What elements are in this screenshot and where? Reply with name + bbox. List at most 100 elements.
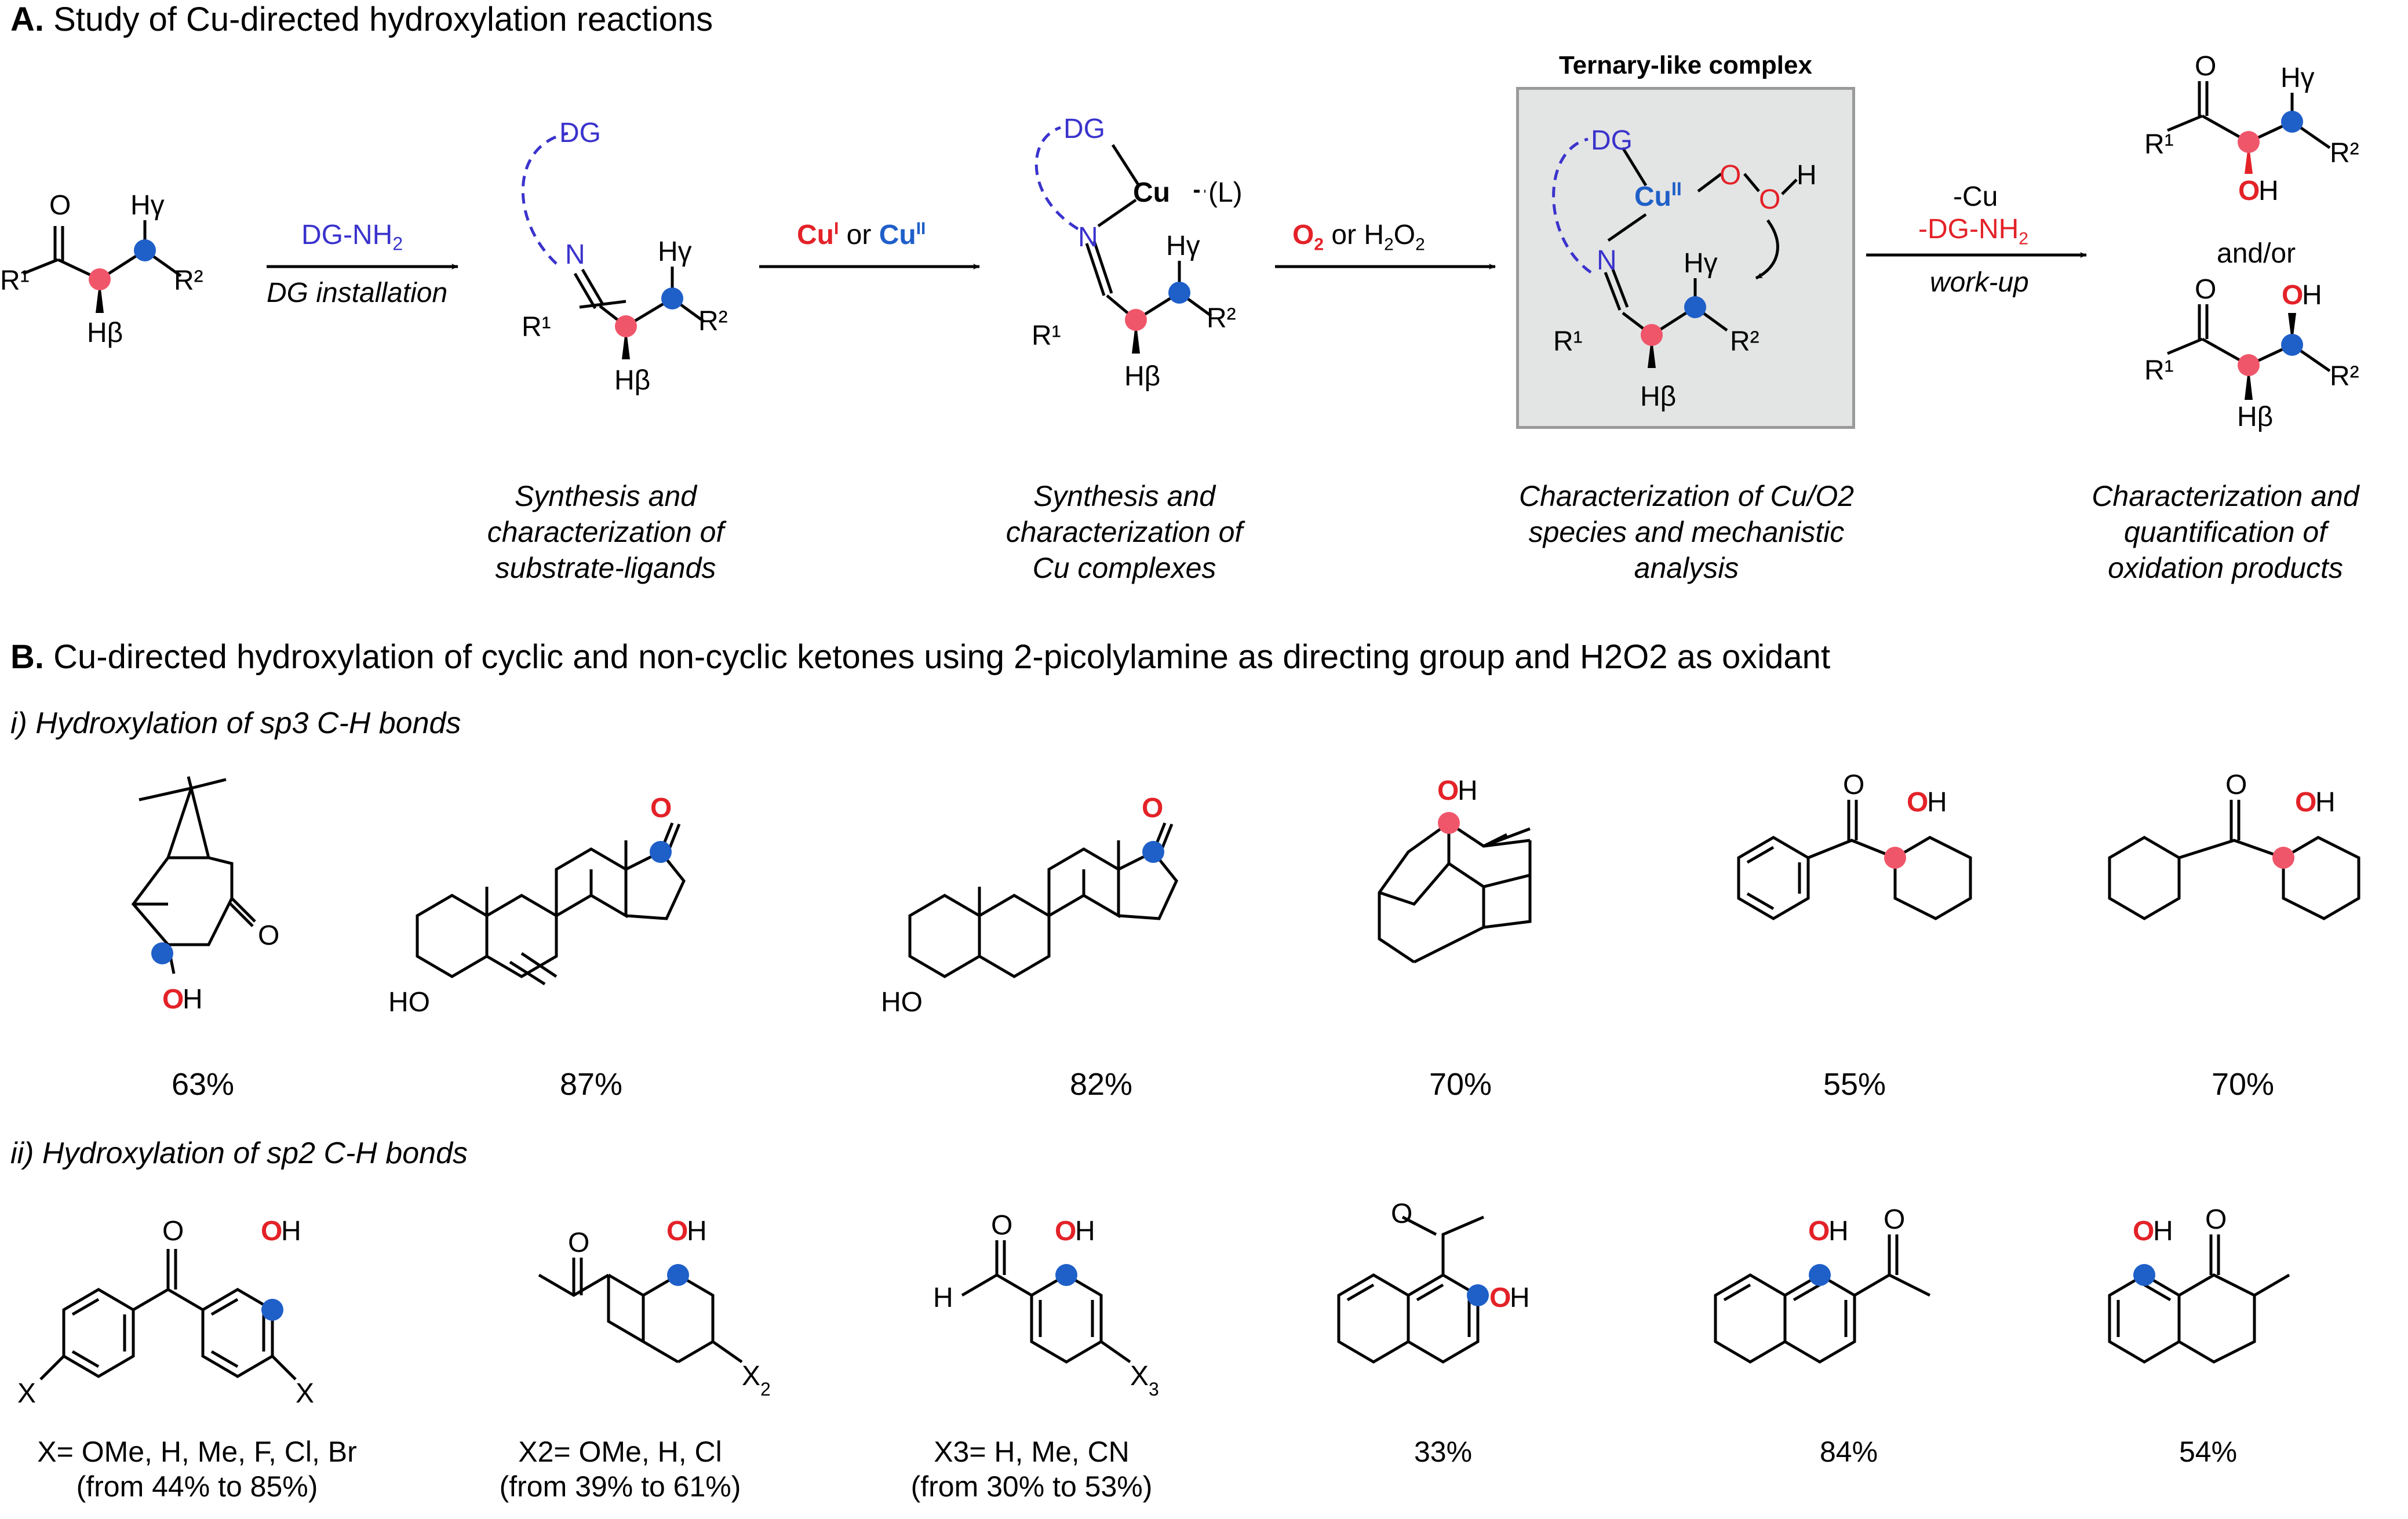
svg-text:H: H bbox=[2315, 787, 2336, 818]
svg-text:O: O bbox=[2282, 280, 2303, 311]
svg-text:H: H bbox=[1075, 1216, 1095, 1247]
svg-text:H: H bbox=[1510, 1283, 1530, 1313]
svg-text:X2: X2 bbox=[742, 1361, 771, 1400]
svg-text:O: O bbox=[991, 1210, 1012, 1241]
svg-text:H: H bbox=[687, 1216, 707, 1247]
svg-text:R²: R² bbox=[1730, 326, 1759, 357]
arrow4-reagent-1: -Cu bbox=[1953, 181, 1998, 212]
yield-sp3-5: 55% bbox=[1823, 1067, 1886, 1102]
yield-sp3-2: 87% bbox=[559, 1067, 623, 1102]
yield-sp2-6: 54% bbox=[2110, 1434, 2307, 1469]
svg-text:O: O bbox=[258, 920, 279, 951]
svg-text:H: H bbox=[2302, 280, 2322, 311]
svg-text:O: O bbox=[568, 1227, 589, 1258]
svg-text:R¹: R¹ bbox=[1032, 320, 1061, 351]
svg-text:X: X bbox=[17, 1378, 36, 1409]
svg-text:X3: X3 bbox=[1130, 1361, 1159, 1400]
hydroxy-tetralone bbox=[2108, 1234, 2290, 1364]
svg-text:O: O bbox=[261, 1216, 282, 1247]
yield-sp2-2: X2= OMe, H, Cl (from 39% to 61%) bbox=[475, 1434, 765, 1504]
arrow4-condition: work-up bbox=[1930, 267, 2029, 298]
yield-sp2-3: X3= H, Me, CN (from 30% to 53%) bbox=[887, 1434, 1176, 1504]
yield-sp2-1-line2: (from 44% to 85%) bbox=[76, 1470, 318, 1503]
yield-sp2-6-line1: 54% bbox=[2179, 1436, 2238, 1468]
svg-text:O: O bbox=[2238, 176, 2260, 206]
svg-text:DG: DG bbox=[1063, 114, 1105, 144]
svg-text:Hβ: Hβ bbox=[87, 318, 123, 348]
yield-sp3-3: 82% bbox=[1069, 1067, 1133, 1102]
section-a-title-text: Study of Cu-directed hydroxylation react… bbox=[53, 1, 713, 38]
svg-text:Hβ: Hβ bbox=[614, 365, 650, 396]
hydroxy-phenyl-cyclohexyl-ketone bbox=[1737, 800, 1972, 920]
section-a-title: A. Study of Cu-directed hydroxylation re… bbox=[10, 0, 713, 39]
svg-text:O: O bbox=[162, 1216, 184, 1247]
svg-text:R¹: R¹ bbox=[2144, 129, 2174, 160]
svg-text:O: O bbox=[650, 793, 672, 824]
svg-text:R¹: R¹ bbox=[1553, 326, 1583, 357]
svg-text:N: N bbox=[565, 239, 585, 270]
section-b-title: B. Cu-directed hydroxylation of cyclic a… bbox=[10, 638, 1831, 676]
caption-substrate-ligands: Synthesis and characterization of substr… bbox=[487, 480, 724, 584]
arrow1-condition: DG installation bbox=[267, 278, 448, 308]
svg-text:Hβ: Hβ bbox=[2237, 402, 2273, 432]
yield-sp2-1-line1: X= OMe, H, Me, F, Cl, Br bbox=[37, 1436, 357, 1468]
hydroxy-benzophenone bbox=[39, 1249, 297, 1380]
ternary-complex-box bbox=[1516, 87, 1855, 429]
hydroxy-benzaldehyde bbox=[961, 1240, 1131, 1364]
section-a-label: A. bbox=[10, 1, 44, 38]
svg-text:N: N bbox=[1078, 222, 1098, 253]
yield-sp2-2-line1: X2= OMe, H, Cl bbox=[518, 1436, 722, 1468]
svg-text:H: H bbox=[1458, 775, 1478, 806]
svg-text:HO: HO bbox=[388, 987, 430, 1018]
svg-text:O: O bbox=[2205, 1204, 2227, 1235]
hydroxy-acetonaphthone-1 bbox=[1337, 1215, 1484, 1364]
svg-text:(L): (L) bbox=[1208, 177, 1243, 208]
svg-text:O: O bbox=[666, 1216, 688, 1247]
yield-sp2-5-line1: 84% bbox=[1819, 1436, 1878, 1468]
svg-text:H: H bbox=[1927, 787, 1947, 818]
svg-text:O: O bbox=[1391, 1199, 1412, 1229]
svg-text:O: O bbox=[1843, 770, 1864, 800]
svg-text:Cu: Cu bbox=[1133, 177, 1170, 208]
yield-sp2-1: X= OMe, H, Me, F, Cl, Br (from 44% to 85… bbox=[0, 1434, 394, 1504]
yield-sp2-4-line1: 33% bbox=[1414, 1436, 1473, 1468]
arrow1-reagent: DG-NH2 bbox=[301, 220, 403, 254]
arrow3-reagent: O2 or H2O2 bbox=[1292, 220, 1425, 254]
svg-text:CuII: CuII bbox=[1634, 179, 1682, 212]
svg-text:O: O bbox=[1907, 787, 1928, 818]
subtitle-sp3: i) Hydroxylation of sp3 C-H bonds bbox=[10, 706, 461, 740]
hydroxy-acetonaphthone-2 bbox=[1714, 1234, 1931, 1364]
svg-text:O: O bbox=[1437, 775, 1459, 806]
product-beta-hydroxy bbox=[2167, 81, 2331, 174]
svg-text:O: O bbox=[1142, 793, 1163, 824]
svg-text:Hγ: Hγ bbox=[1166, 231, 1200, 261]
hydroxy-androsterone bbox=[908, 822, 1178, 978]
svg-text:DG: DG bbox=[559, 118, 601, 148]
svg-text:O: O bbox=[2225, 770, 2247, 800]
svg-text:Hβ: Hβ bbox=[1640, 381, 1676, 412]
svg-text:Hγ: Hγ bbox=[130, 190, 165, 221]
hydroxy-dhea bbox=[416, 822, 686, 986]
svg-text:O: O bbox=[49, 190, 71, 221]
svg-text:Hγ: Hγ bbox=[1684, 248, 1718, 279]
and-or-label: and/or bbox=[2217, 238, 2296, 269]
ternary-box-title: Ternary-like complex bbox=[1559, 51, 1812, 79]
svg-text:H: H bbox=[1797, 160, 1817, 191]
svg-text:R²: R² bbox=[2330, 138, 2359, 169]
svg-text:R¹: R¹ bbox=[522, 312, 551, 343]
svg-text:O: O bbox=[1759, 184, 1780, 215]
hydroxy-acetophenone bbox=[538, 1258, 743, 1364]
svg-text:R¹: R¹ bbox=[0, 265, 30, 296]
svg-text:O: O bbox=[1720, 160, 1741, 191]
svg-text:H: H bbox=[1828, 1216, 1849, 1247]
hydroxy-cyclohexyl-cyclohexyl-ketone bbox=[2108, 800, 2360, 920]
svg-text:H: H bbox=[281, 1216, 301, 1247]
ketone-substrate bbox=[23, 220, 182, 313]
yield-sp2-3-line2: (from 30% to 53%) bbox=[910, 1470, 1153, 1503]
svg-text:O: O bbox=[2195, 274, 2216, 305]
hydroxy-camphor bbox=[131, 776, 256, 974]
arrow4-reagent-2: -DG-NH2 bbox=[1918, 214, 2028, 249]
